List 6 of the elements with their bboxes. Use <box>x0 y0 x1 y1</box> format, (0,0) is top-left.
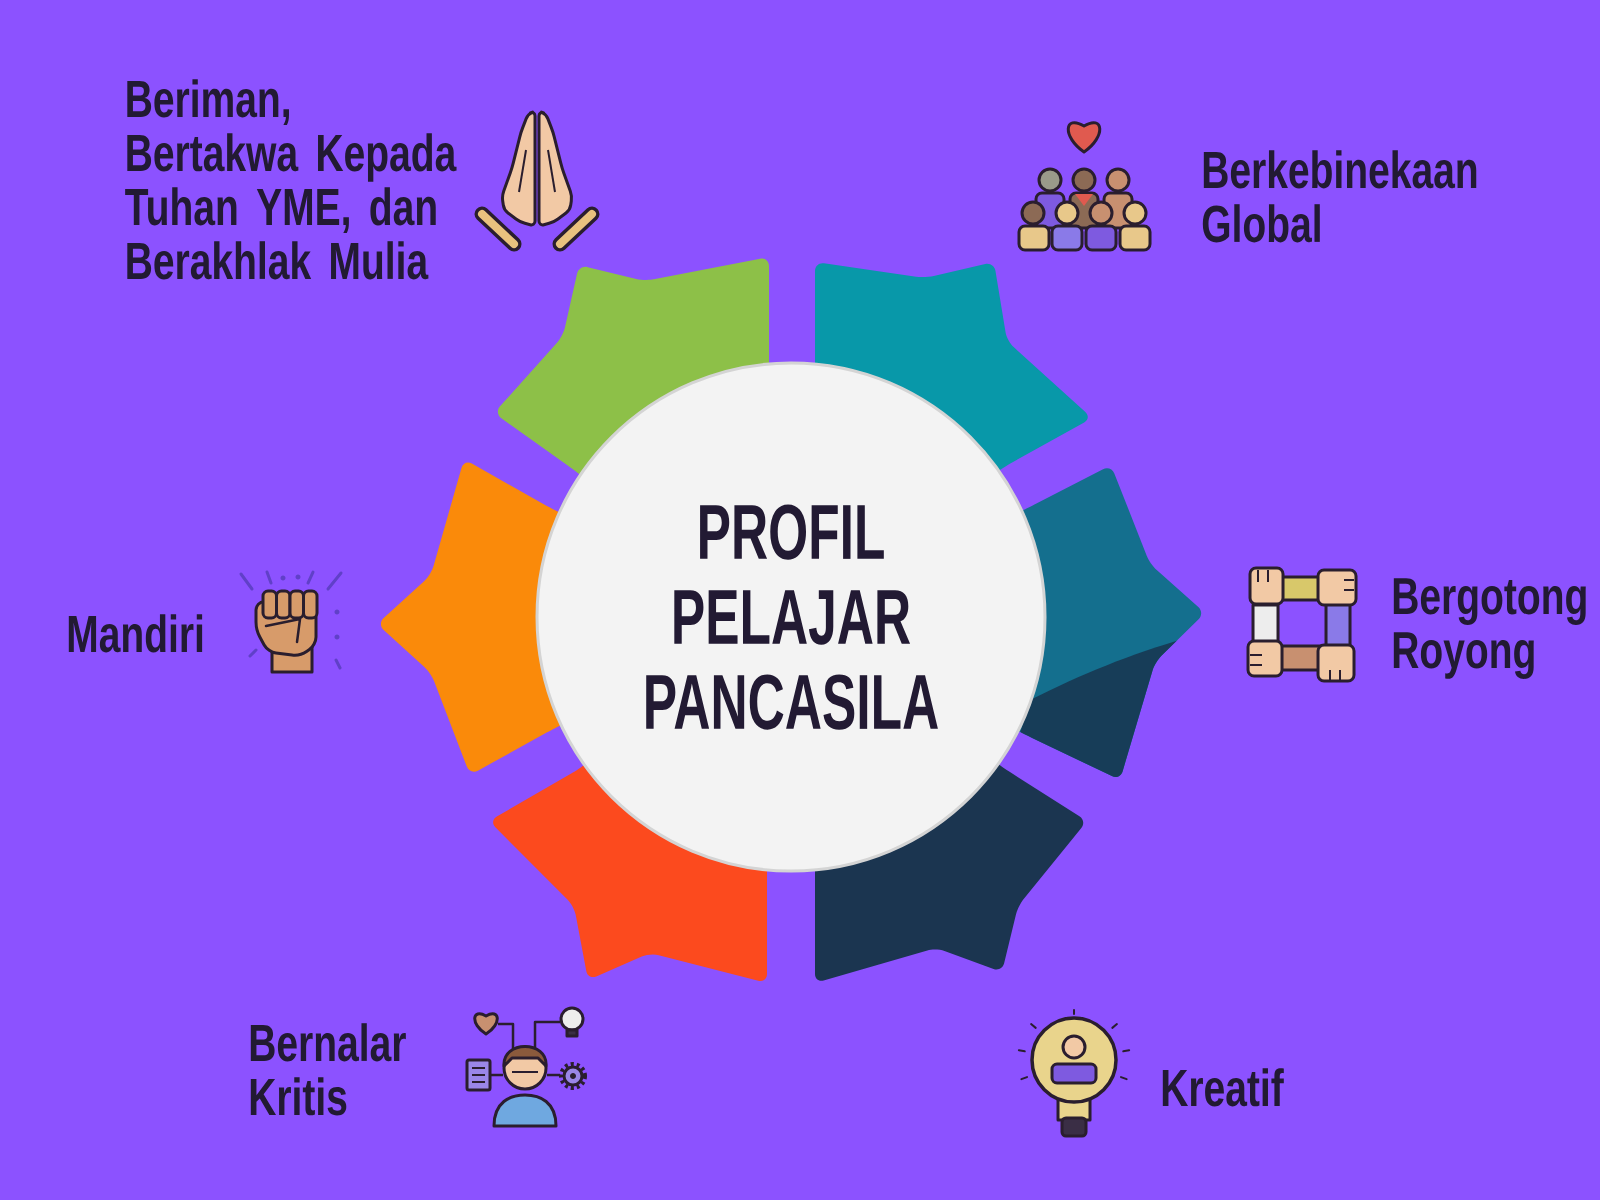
label-text: Berkebinekaan Global <box>1202 150 1477 243</box>
label-text: Bernalar Kritis <box>250 1023 406 1116</box>
label-text: Beriman, Bertakwa Kepada Tuhan YME, dan Berakhlak Mulia <box>125 79 457 280</box>
label-text: Mandiri <box>68 614 203 653</box>
label-text: Kreatif <box>1162 1068 1284 1107</box>
label-text: Bergotong Royong <box>1393 578 1586 679</box>
